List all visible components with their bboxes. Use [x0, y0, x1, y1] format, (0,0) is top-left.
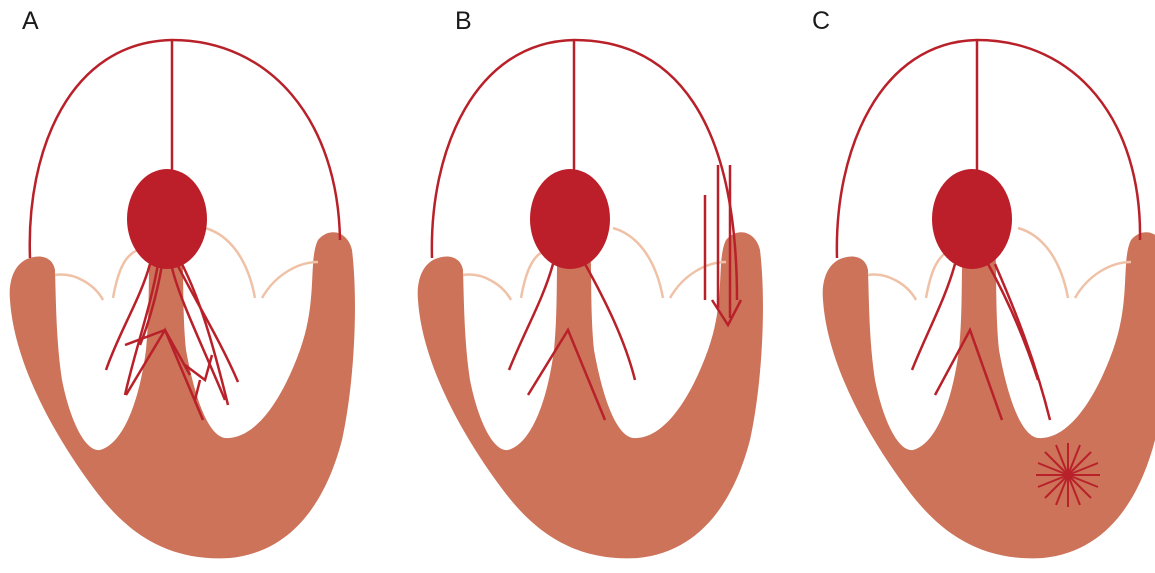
heart-diagram-c	[770, 0, 1155, 573]
heart-diagram-a	[0, 0, 385, 573]
heart-diagram-b	[385, 0, 770, 573]
myocardium-c	[823, 232, 1155, 558]
ectopic-focus-burst	[1036, 443, 1100, 507]
av-node-b	[530, 169, 610, 269]
panel-c: C	[770, 0, 1155, 573]
av-node-a	[127, 169, 207, 269]
myocardium-b	[418, 232, 763, 558]
av-node-c	[932, 169, 1012, 269]
panel-a: A	[0, 0, 385, 573]
panel-b: B	[385, 0, 770, 573]
myocardium-a	[10, 232, 355, 558]
